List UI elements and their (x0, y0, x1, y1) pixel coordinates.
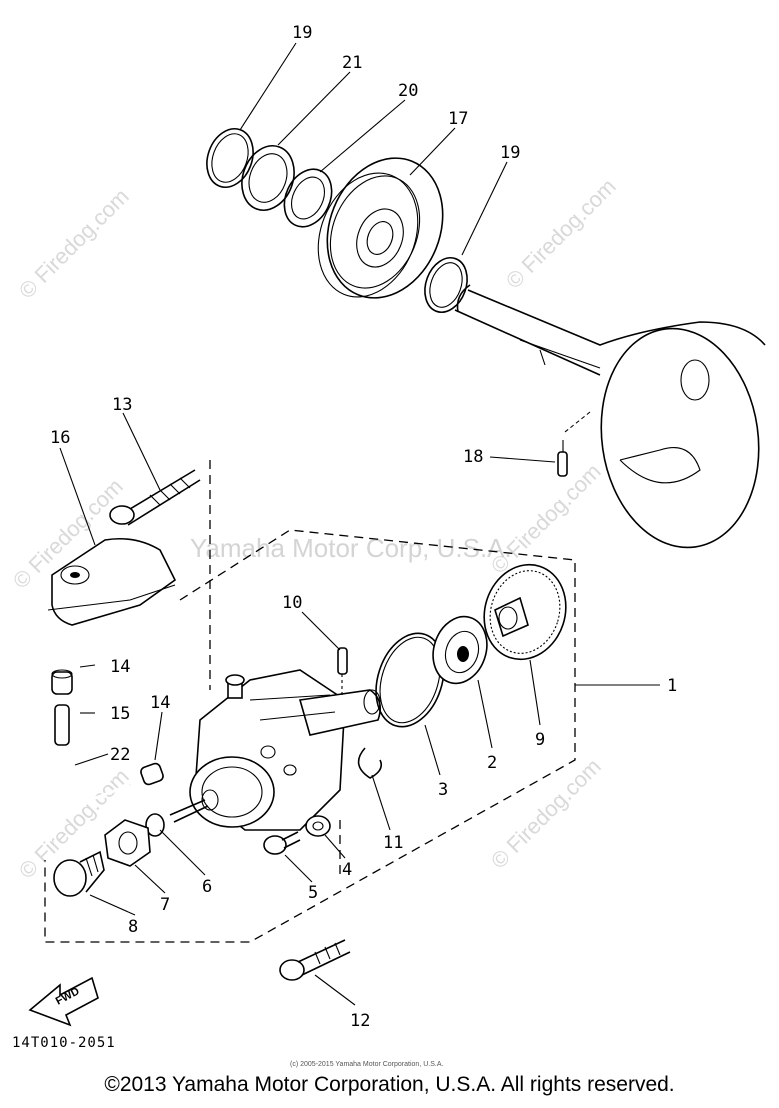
copyright-notice: ©2013 Yamaha Motor Corporation, U.S.A. A… (104, 1073, 675, 1096)
washer-21 (241, 145, 295, 211)
gear-17 (317, 157, 444, 299)
callout-15: 15 (110, 704, 130, 724)
washer-6 (145, 813, 165, 837)
callout-13: 13 (112, 395, 132, 415)
bolt-12 (279, 939, 351, 981)
callout-22: 22 (110, 745, 130, 765)
small-copyright: (c) 2005-2015 Yamaha Motor Corporation, … (290, 1061, 443, 1068)
watermark-site: © Firedog.com (501, 174, 621, 294)
callout-12: 12 (350, 1011, 370, 1031)
pipe-15 (54, 704, 70, 746)
washer-4 (305, 815, 331, 837)
callout-6: 6 (202, 877, 212, 897)
watermark-site: © Firedog.com (14, 184, 134, 304)
watermark-site: © Firedog.com (486, 754, 606, 874)
callout-19: 19 (500, 143, 520, 163)
callout-10: 10 (282, 593, 302, 613)
callout-16: 16 (50, 428, 70, 448)
callout-11: 11 (383, 833, 403, 853)
pump-assembly-outline (44, 460, 660, 943)
pump-body (169, 669, 381, 831)
diagram-code: 14T010-2051 (12, 1035, 116, 1051)
bolt-13 (109, 469, 201, 526)
callout-8: 8 (128, 917, 138, 937)
callout-2: 2 (487, 753, 497, 773)
callout-21: 21 (342, 53, 362, 73)
callout-18: 18 (463, 447, 483, 467)
callout-1: 1 (667, 676, 677, 696)
collar-14-lower (140, 762, 164, 786)
pin-10 (337, 647, 348, 675)
circlip-19-right (424, 257, 468, 313)
callout-5: 5 (308, 883, 318, 903)
callout-labels: 19 21 20 17 19 18 13 16 10 1 14 15 14 22… (50, 23, 677, 1031)
callout-7: 7 (160, 895, 170, 915)
nut-7 (104, 819, 151, 867)
bolt-8 (53, 850, 105, 897)
fwd-arrow: FWD (28, 976, 99, 1027)
watermark-center: Yamaha Motor Corp, U.S.A. (190, 533, 512, 563)
leader-lines (59, 42, 556, 1006)
callout-3: 3 (438, 780, 448, 800)
callout-20: 20 (398, 81, 418, 101)
crankshaft (454, 284, 766, 549)
upper-assembly (206, 128, 766, 549)
callout-19: 19 (292, 23, 312, 43)
o-ring-3 (375, 632, 445, 728)
screw-5 (263, 831, 301, 855)
gear-9 (483, 563, 567, 661)
callout-4: 4 (342, 860, 352, 880)
callout-9: 9 (535, 730, 545, 750)
collar-14-top (51, 671, 73, 695)
clip-11 (357, 747, 383, 779)
callout-14: 14 (110, 657, 130, 677)
bearing-2 (432, 615, 488, 685)
pump-cover-16 (47, 537, 177, 626)
callout-17: 17 (448, 109, 468, 129)
pin-18 (557, 451, 568, 477)
callout-14: 14 (150, 693, 170, 713)
